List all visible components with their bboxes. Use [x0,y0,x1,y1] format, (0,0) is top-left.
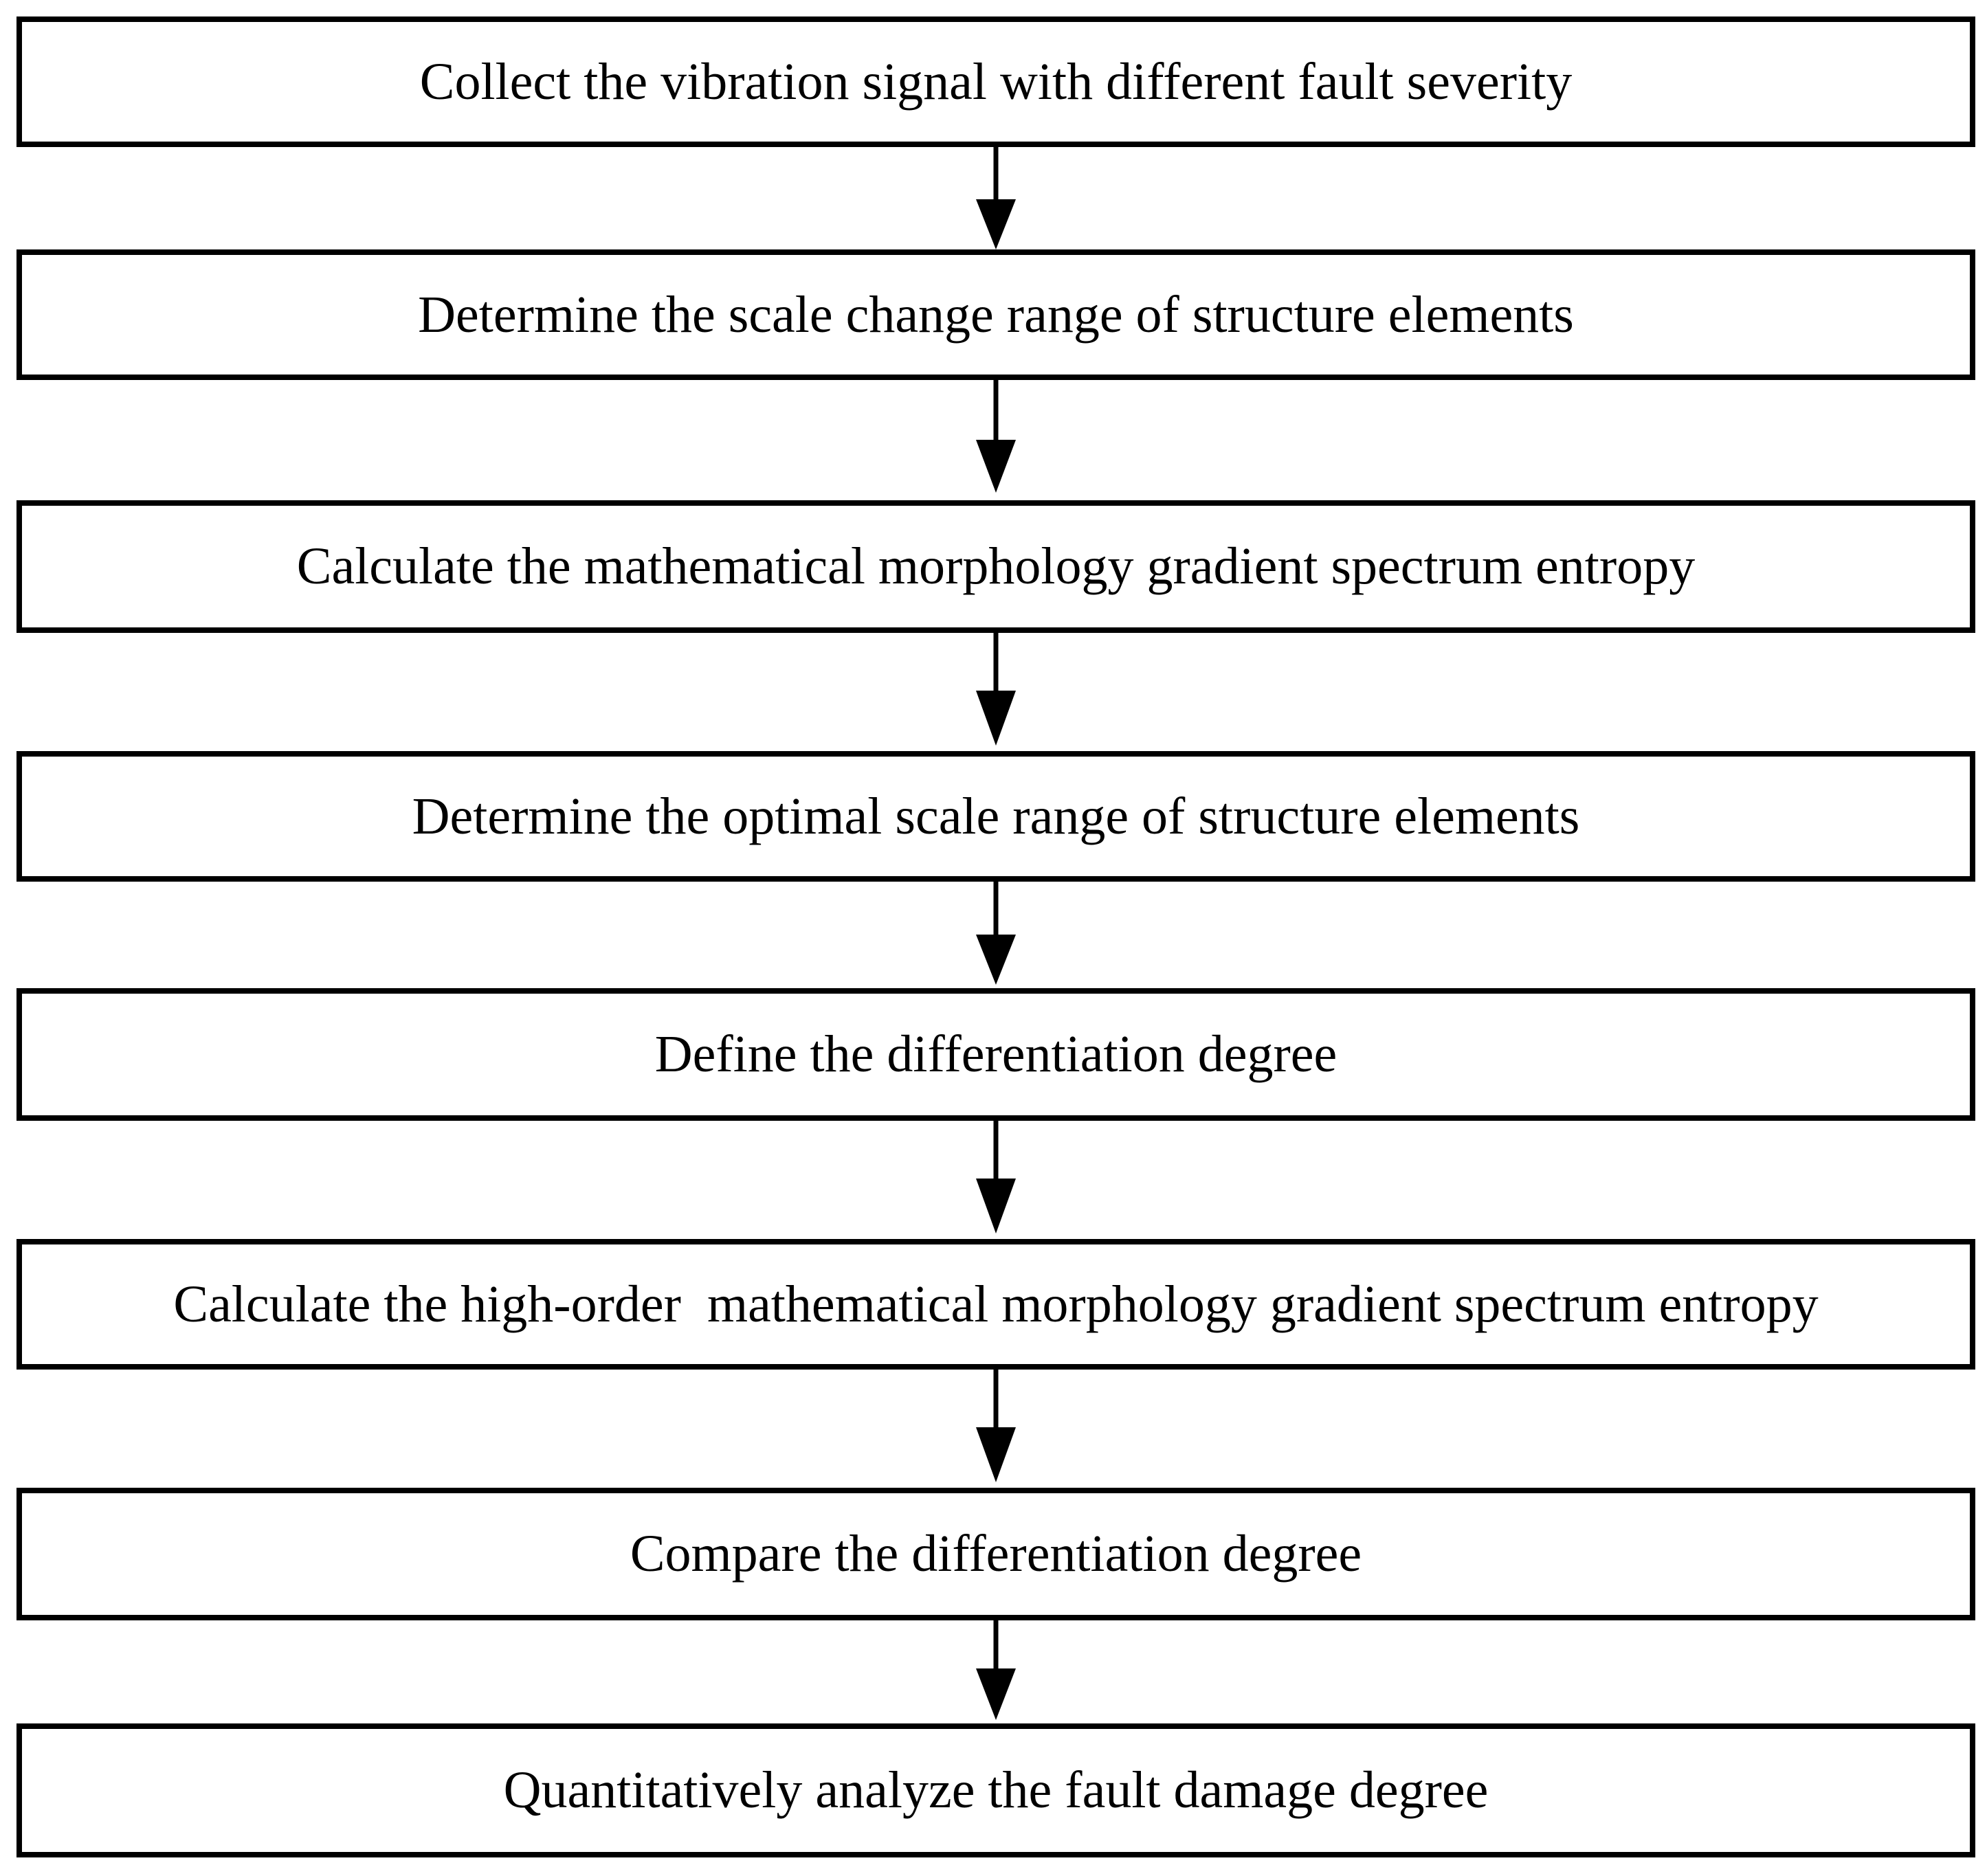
arrow-7 [976,1620,1016,1720]
step-box-gradient-spectrum-entropy: Calculate the mathematical morphology gr… [16,500,1975,633]
step-label: Collect the vibration signal with differ… [419,52,1573,111]
step-label: Quantitatively analyze the fault damage … [503,1761,1489,1819]
step-box-collect-signal: Collect the vibration signal with differ… [16,16,1975,147]
arrow-3 [976,633,1016,746]
step-box-high-order-entropy: Calculate the high-order mathematical mo… [16,1239,1975,1370]
step-box-compare-differentiation: Compare the differentiation degree [16,1488,1975,1620]
step-label: Determine the optimal scale range of str… [412,787,1580,845]
step-label: Calculate the high-order mathematical mo… [173,1275,1819,1333]
step-label: Define the differentiation degree [654,1025,1337,1083]
step-box-optimal-scale-range: Determine the optimal scale range of str… [16,751,1975,882]
step-box-define-differentiation: Define the differentiation degree [16,988,1975,1121]
arrow-2 [976,380,1016,493]
step-box-quantitative-analysis: Quantitatively analyze the fault damage … [16,1723,1975,1857]
step-label: Calculate the mathematical morphology gr… [296,537,1696,595]
arrow-1 [976,147,1016,249]
step-label: Compare the differentiation degree [630,1525,1362,1583]
arrow-5 [976,1121,1016,1233]
step-label: Determine the scale change range of stru… [418,285,1574,344]
arrow-4 [976,882,1016,985]
step-box-scale-change-range: Determine the scale change range of stru… [16,249,1975,380]
arrow-6 [976,1370,1016,1482]
